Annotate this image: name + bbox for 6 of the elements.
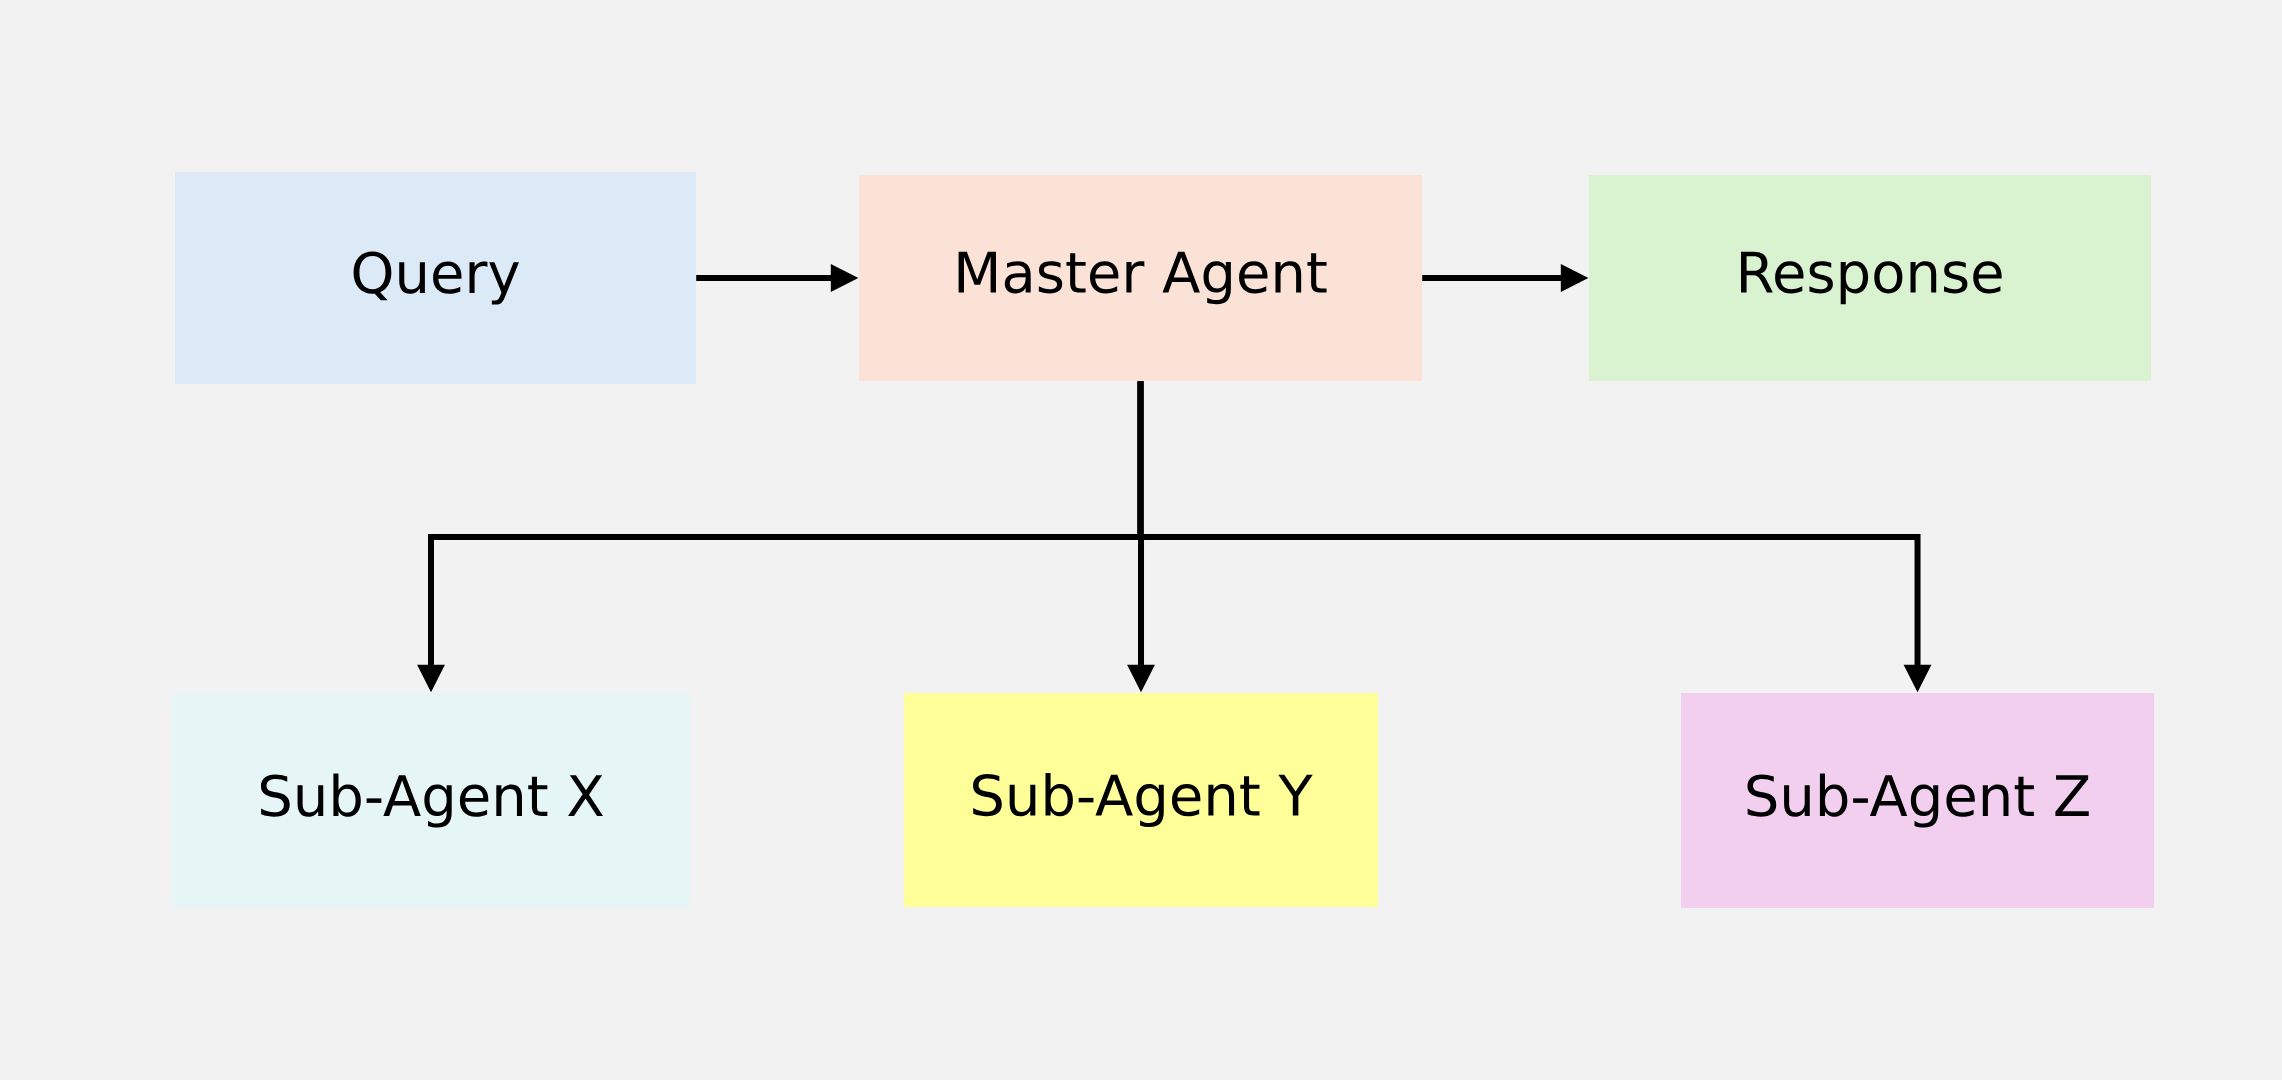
process-box: Sub-Agent Y (904, 693, 1378, 907)
process-box: Sub-Agent Z (1681, 693, 2155, 908)
process-box: Sub-Agent X (172, 693, 690, 908)
process-box: Query (175, 172, 696, 384)
process-box: Master Agent (859, 175, 1422, 381)
process-box: Response (1589, 175, 2152, 381)
